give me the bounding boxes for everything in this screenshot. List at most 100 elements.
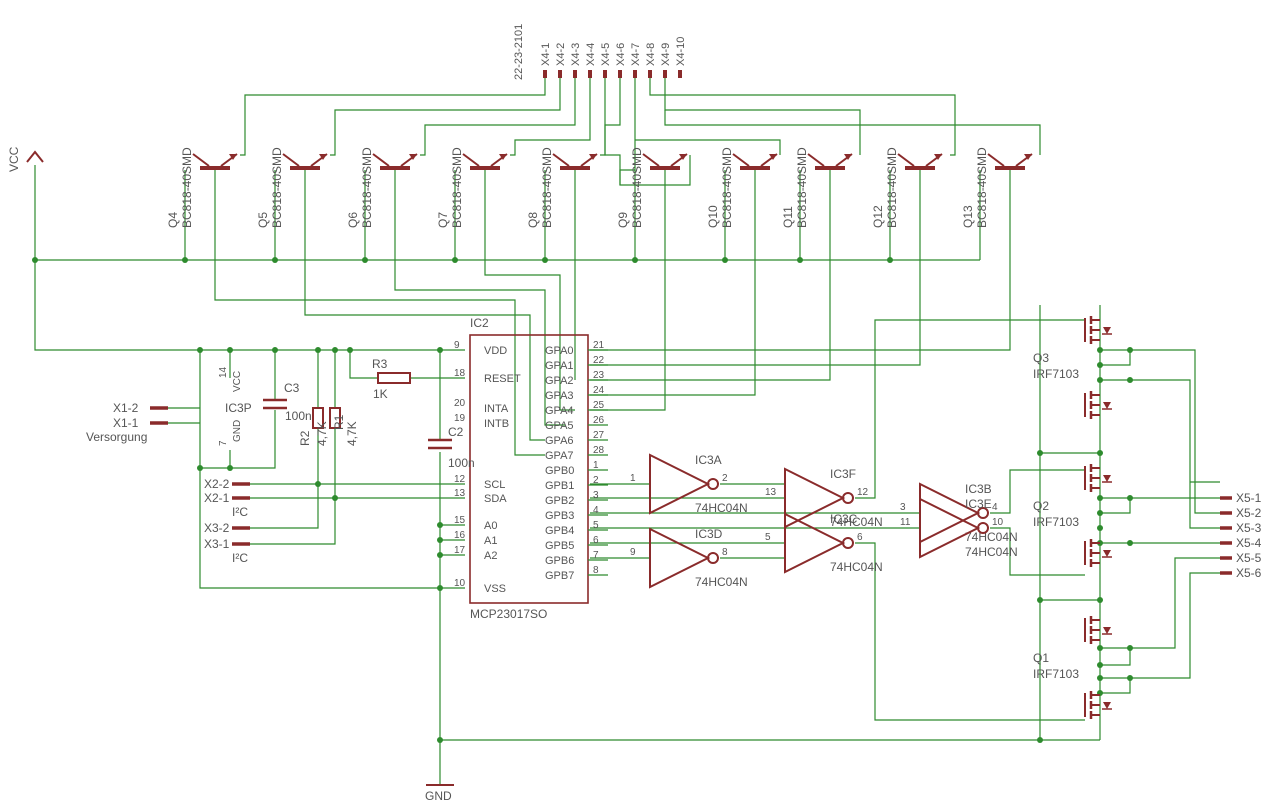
connector-x4-pin-mark — [588, 70, 592, 78]
transistor-value: BC818-40SMD — [795, 147, 809, 228]
connector-pin: X3-2 — [204, 521, 250, 535]
connector-x5-pin-label: X5-4 — [1236, 536, 1262, 550]
mosfet-value: IRF7103 — [1033, 515, 1079, 529]
r1-name: R1 — [332, 414, 346, 430]
ic2-right-pin-num: 25 — [593, 400, 605, 411]
ic2-left-pin-num: 18 — [454, 368, 466, 379]
c2-name: C2 — [448, 425, 464, 439]
inverter-in-pin: 11 — [900, 517, 911, 528]
inverter-out-pin: 6 — [857, 532, 863, 543]
ic2-left-pin-num: 12 — [454, 474, 466, 485]
transistor-name: Q5 — [256, 212, 270, 228]
transistor-name: Q12 — [871, 205, 885, 228]
gnd-symbol: GND — [425, 784, 454, 803]
inverter-out-pin: 4 — [992, 502, 998, 513]
ic2-left-pin-name: RESET — [484, 373, 521, 385]
ic2-right-pin-name: GPA0 — [545, 345, 574, 357]
connector-x4-pin-label: X4-4 — [585, 43, 597, 66]
connector-x5-pin-label: X5-3 — [1236, 521, 1262, 535]
vcc-label: VCC — [7, 146, 21, 172]
ic2-right-pin-name: GPB7 — [545, 570, 574, 582]
ic2-left-pin-name: A2 — [484, 550, 497, 562]
ic2-right-pin-name: GPB4 — [545, 525, 574, 537]
connector-pin: X2-2 — [204, 477, 250, 491]
transistor-name: Q9 — [616, 212, 630, 228]
ic2-right-pin-num: 4 — [593, 505, 599, 516]
transistor-value: BC818-40SMD — [270, 147, 284, 228]
ic2-left-pin-name: INTB — [484, 418, 509, 430]
connector-x4-pin-mark — [618, 70, 622, 78]
mosfet-name: Q3 — [1033, 351, 1049, 365]
inverter-name: IC3E — [965, 497, 992, 511]
ic2-right-pin-num: 22 — [593, 355, 605, 366]
connector-note: I²C — [232, 551, 248, 565]
connector-x5: X5-1X5-2X5-3X5-4X5-5X5-6 — [1220, 491, 1262, 580]
connector-x4-pin-label: X4-2 — [555, 43, 567, 66]
connector-pin-label: X2-1 — [204, 491, 230, 505]
inverter-name: IC3D — [695, 527, 723, 541]
inverter-value: 74HC04N — [830, 515, 883, 529]
connector-x4-pin-label: X4-3 — [570, 43, 582, 66]
ic2-left-pin-name: VDD — [484, 345, 507, 357]
ic3p-vcc-num: 14 — [218, 366, 229, 378]
transistor-value: BC818-40SMD — [630, 147, 644, 228]
connector-x4-pin-mark — [603, 70, 607, 78]
inverter-value: 74HC04N — [695, 501, 748, 515]
ic2-right-pin-name: GPB5 — [545, 540, 574, 552]
ic2-right-pin-num: 28 — [593, 445, 605, 456]
ic3p-name: IC3P — [225, 401, 252, 415]
ic3p-gnd-num: 7 — [218, 440, 229, 446]
transistor-value: BC818-40SMD — [540, 147, 554, 228]
transistor-name: Q11 — [781, 206, 795, 228]
vcc-symbol: VCC — [7, 146, 44, 172]
transistor-value: BC818-40SMD — [885, 147, 899, 228]
ic2-right-pin-num: 1 — [593, 460, 599, 471]
ic3p-power: IC3P VCC GND 14 7 — [218, 366, 252, 446]
inverter-value: 74HC04N — [965, 545, 1018, 559]
inverter-in-pin: 5 — [765, 532, 771, 543]
connector-pin-label: X1-2 — [113, 401, 139, 415]
r2-name: R2 — [298, 430, 312, 446]
ic2-right-pin-name: GPB6 — [545, 555, 574, 567]
inverter-out-pin: 12 — [857, 487, 869, 498]
ic2-right-pin-name: GPA1 — [545, 360, 574, 372]
connector-x4-pin-mark — [663, 70, 667, 78]
inverter-value: 74HC04N — [830, 560, 883, 574]
ic2-right-pin-name: GPA3 — [545, 390, 574, 402]
mosfet-name: Q2 — [1033, 499, 1049, 513]
capacitor-c3: C3 100n — [263, 381, 312, 423]
ic2-right-pin-num: 23 — [593, 370, 605, 381]
gnd-label: GND — [425, 789, 452, 803]
ic2-left-pin-num: 17 — [454, 545, 466, 556]
connector-pin-label: X1-1 — [113, 416, 139, 430]
connector-x5-pin-label: X5-1 — [1236, 491, 1262, 505]
connector-x4-pin-label: X4-10 — [675, 37, 687, 66]
ic2-right-pin-name: GPA7 — [545, 450, 574, 462]
connector-x5-pin-label: X5-5 — [1236, 551, 1262, 565]
connector-x5-pin-label: X5-2 — [1236, 506, 1262, 520]
inverter-in-pin: 3 — [900, 502, 906, 513]
ic2-right-pin-name: GPB1 — [545, 480, 574, 492]
ic2-right-pin-num: 27 — [593, 430, 605, 441]
ic2-right-pin-name: GPA6 — [545, 435, 574, 447]
connector-x4-pin-mark — [558, 70, 562, 78]
ic2-left-pin-name: SCL — [484, 479, 505, 491]
ic2-right-pin-num: 8 — [593, 565, 599, 576]
connector-pin-label: X2-2 — [204, 477, 230, 491]
inverter-out-pin: 8 — [722, 547, 728, 558]
ic2-mcp23017: IC2 MCP23017SO VDD9RESET18INTA20INTB19SC… — [454, 316, 608, 621]
connector-x4-pin-label: X4-9 — [660, 43, 672, 66]
